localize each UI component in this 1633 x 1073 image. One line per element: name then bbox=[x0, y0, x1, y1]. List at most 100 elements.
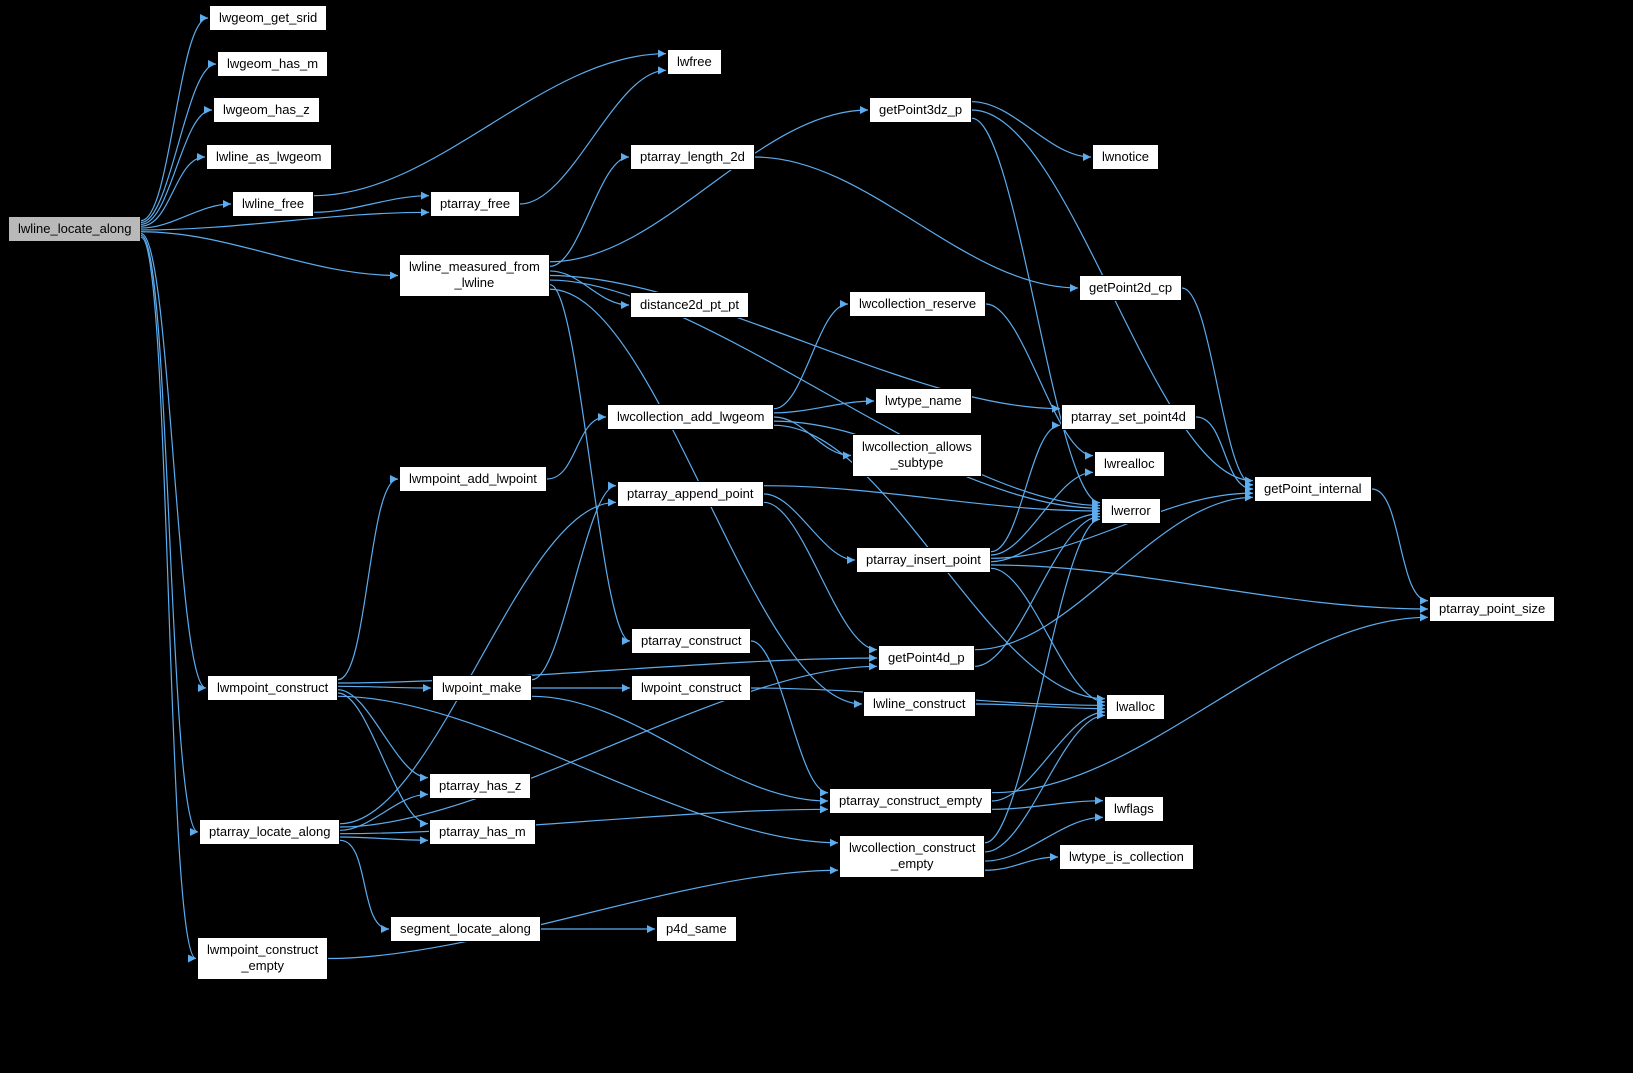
node-getPoint2d_cp[interactable]: getPoint2d_cp bbox=[1079, 275, 1183, 302]
edge-lwline_locate_along-to-lwline_free bbox=[140, 200, 232, 229]
node-ptarray_append_point[interactable]: ptarray_append_point bbox=[617, 481, 764, 508]
node-lwline_measured_from_lwline[interactable]: lwline_measured_from _lwline bbox=[399, 254, 550, 297]
edge-lwmpoint_construct-to-lwcollection_construct_empty bbox=[337, 695, 839, 847]
edge-ptarray_append_point-to-getPoint4d_p bbox=[763, 501, 878, 654]
edge-ptarray_length_2d-to-getPoint2d_cp bbox=[754, 156, 1079, 292]
edge-ptarray_insert_point-to-ptarray_set_point4d bbox=[990, 421, 1061, 553]
node-lwmpoint_add_lwpoint[interactable]: lwmpoint_add_lwpoint bbox=[399, 466, 547, 493]
node-getPoint_internal[interactable]: getPoint_internal bbox=[1254, 476, 1372, 503]
node-lwcollection_reserve[interactable]: lwcollection_reserve bbox=[849, 291, 987, 318]
edge-ptarray_append_point-to-ptarray_insert_point bbox=[763, 493, 856, 564]
edge-lwcollection_construct_empty-to-lwtype_is_collection bbox=[984, 853, 1059, 871]
node-lwgeom_has_m[interactable]: lwgeom_has_m bbox=[217, 51, 329, 78]
edge-lwline_locate_along-to-lwgeom_get_srid bbox=[140, 14, 209, 222]
edge-ptarray_locate_along-to-ptarray_append_point bbox=[339, 498, 617, 825]
node-ptarray_construct[interactable]: ptarray_construct bbox=[631, 628, 752, 655]
node-lwtype_name[interactable]: lwtype_name bbox=[875, 388, 972, 415]
edge-lwline_measured_from_lwline-to-lwerror bbox=[549, 279, 1101, 510]
node-lwline_free[interactable]: lwline_free bbox=[232, 191, 315, 218]
edge-lwline_measured_from_lwline-to-ptarray_construct bbox=[549, 284, 631, 645]
node-lwgeom_get_srid[interactable]: lwgeom_get_srid bbox=[209, 5, 328, 32]
node-ptarray_construct_empty[interactable]: ptarray_construct_empty bbox=[829, 788, 993, 815]
edge-lwcollection_add_lwgeom-to-lwtype_name bbox=[773, 397, 875, 414]
node-distance2d_pt_pt[interactable]: distance2d_pt_pt bbox=[630, 292, 750, 319]
node-ptarray_has_z[interactable]: ptarray_has_z bbox=[429, 773, 532, 800]
edge-ptarray_locate_along-to-ptarray_has_m bbox=[339, 836, 429, 845]
edge-ptarray_set_point4d-to-getPoint_internal bbox=[1195, 416, 1254, 493]
edge-ptarray_construct_empty-to-lwflags bbox=[991, 796, 1104, 810]
edge-getPoint2d_cp-to-getPoint_internal bbox=[1181, 287, 1254, 489]
node-ptarray_set_point4d[interactable]: ptarray_set_point4d bbox=[1061, 404, 1196, 431]
node-lwcollection_add_lwgeom[interactable]: lwcollection_add_lwgeom bbox=[607, 404, 775, 431]
node-ptarray_point_size[interactable]: ptarray_point_size bbox=[1429, 596, 1556, 623]
node-lwcollection_allows_subtype[interactable]: lwcollection_allows _subtype bbox=[852, 434, 982, 477]
node-lwpoint_make[interactable]: lwpoint_make bbox=[432, 675, 532, 702]
node-lwflags[interactable]: lwflags bbox=[1104, 796, 1164, 823]
node-lwmpoint_construct_empty[interactable]: lwmpoint_construct _empty bbox=[197, 937, 329, 980]
edge-lwline_measured_from_lwline-to-getPoint3dz_p bbox=[549, 106, 869, 263]
node-lwline_locate_along[interactable]: lwline_locate_along bbox=[8, 216, 142, 243]
edge-lwmpoint_construct_empty-to-lwcollection_construct_empty bbox=[327, 866, 839, 960]
edge-ptarray_insert_point-to-lwerror bbox=[990, 509, 1101, 563]
node-lwline_construct[interactable]: lwline_construct bbox=[863, 691, 976, 718]
edge-lwcollection_reserve-to-lwrealloc bbox=[985, 303, 1094, 460]
edge-lwmpoint_construct-to-ptarray_has_m bbox=[337, 692, 429, 828]
edge-lwline_free-to-lwfree bbox=[313, 49, 667, 197]
edge-lwline_locate_along-to-lwgeom_has_m bbox=[140, 60, 217, 224]
node-lwrealloc[interactable]: lwrealloc bbox=[1094, 451, 1165, 478]
edge-ptarray_insert_point-to-lwalloc bbox=[990, 567, 1106, 706]
edge-lwpoint_make-to-ptarray_append_point bbox=[531, 481, 617, 681]
edge-getPoint4d_p-to-lwerror bbox=[974, 512, 1101, 667]
node-lwerror[interactable]: lwerror bbox=[1101, 498, 1161, 525]
edge-ptarray_insert_point-to-getPoint_internal bbox=[990, 489, 1254, 559]
node-lwline_as_lwgeom[interactable]: lwline_as_lwgeom bbox=[206, 144, 332, 171]
node-lwtype_is_collection[interactable]: lwtype_is_collection bbox=[1059, 844, 1194, 871]
edge-lwcollection_construct_empty-to-lwalloc bbox=[984, 711, 1106, 853]
node-getPoint4d_p[interactable]: getPoint4d_p bbox=[878, 645, 975, 672]
node-lwalloc[interactable]: lwalloc bbox=[1106, 694, 1166, 721]
edge-lwmpoint_construct-to-getPoint4d_p bbox=[337, 654, 878, 684]
edge-ptarray_locate_along-to-ptarray_has_z bbox=[339, 790, 429, 831]
node-ptarray_length_2d[interactable]: ptarray_length_2d bbox=[630, 144, 755, 171]
node-ptarray_has_m[interactable]: ptarray_has_m bbox=[429, 819, 536, 846]
edge-ptarray_construct_empty-to-lwalloc bbox=[991, 708, 1106, 802]
edge-lwmpoint_construct-to-lwmpoint_add_lwpoint bbox=[337, 475, 399, 681]
node-ptarray_insert_point[interactable]: ptarray_insert_point bbox=[856, 547, 991, 574]
edge-getPoint4d_p-to-getPoint_internal bbox=[974, 493, 1254, 651]
node-getPoint3dz_p[interactable]: getPoint3dz_p bbox=[869, 97, 973, 124]
edge-getPoint3dz_p-to-lwnotice bbox=[971, 101, 1092, 161]
edge-lwmpoint_construct-to-lwpoint_make bbox=[337, 683, 432, 692]
edge-lwline_free-to-ptarray_free bbox=[313, 191, 430, 213]
edge-ptarray_locate_along-to-ptarray_construct_empty bbox=[339, 805, 829, 835]
edge-ptarray_insert_point-to-lwrealloc bbox=[990, 468, 1094, 556]
node-lwmpoint_construct[interactable]: lwmpoint_construct bbox=[207, 675, 339, 702]
edge-lwline_construct-to-lwalloc bbox=[975, 703, 1106, 713]
node-lwpoint_construct[interactable]: lwpoint_construct bbox=[631, 675, 752, 702]
edge-ptarray_locate_along-to-segment_locate_along bbox=[339, 839, 390, 933]
node-lwgeom_has_z[interactable]: lwgeom_has_z bbox=[213, 97, 320, 124]
node-p4d_same[interactable]: p4d_same bbox=[656, 916, 737, 943]
edge-ptarray_free-to-lwfree bbox=[519, 66, 667, 205]
edge-ptarray_append_point-to-lwerror bbox=[763, 485, 1101, 515]
node-lwfree[interactable]: lwfree bbox=[667, 49, 722, 76]
edge-lwpoint_make-to-ptarray_construct_empty bbox=[531, 695, 829, 805]
edge-lwline_locate_along-to-lwline_measured_from_lwline bbox=[140, 231, 399, 280]
node-segment_locate_along[interactable]: segment_locate_along bbox=[390, 916, 541, 943]
edge-lwline_locate_along-to-lwgeom_has_z bbox=[140, 106, 213, 225]
edge-ptarray_insert_point-to-ptarray_point_size bbox=[990, 564, 1429, 613]
edge-lwcollection_construct_empty-to-lwerror bbox=[984, 515, 1101, 844]
edge-lwline_locate_along-to-ptarray_locate_along bbox=[140, 234, 199, 836]
edge-lwline_locate_along-to-lwmpoint_construct bbox=[140, 233, 207, 692]
node-ptarray_free[interactable]: ptarray_free bbox=[430, 191, 521, 218]
node-lwcollection_construct_empty[interactable]: lwcollection_construct _empty bbox=[839, 835, 986, 878]
node-lwnotice[interactable]: lwnotice bbox=[1092, 144, 1159, 171]
edge-lwline_measured_from_lwline-to-distance2d_pt_pt bbox=[549, 270, 630, 309]
edge-ptarray_construct_empty-to-ptarray_point_size bbox=[991, 613, 1429, 794]
node-ptarray_locate_along[interactable]: ptarray_locate_along bbox=[199, 819, 341, 846]
edge-ptarray_construct-to-ptarray_construct_empty bbox=[750, 640, 829, 797]
edge-ptarray_locate_along-to-getPoint4d_p bbox=[339, 662, 878, 828]
edge-lwline_locate_along-to-lwmpoint_construct_empty bbox=[140, 236, 197, 963]
